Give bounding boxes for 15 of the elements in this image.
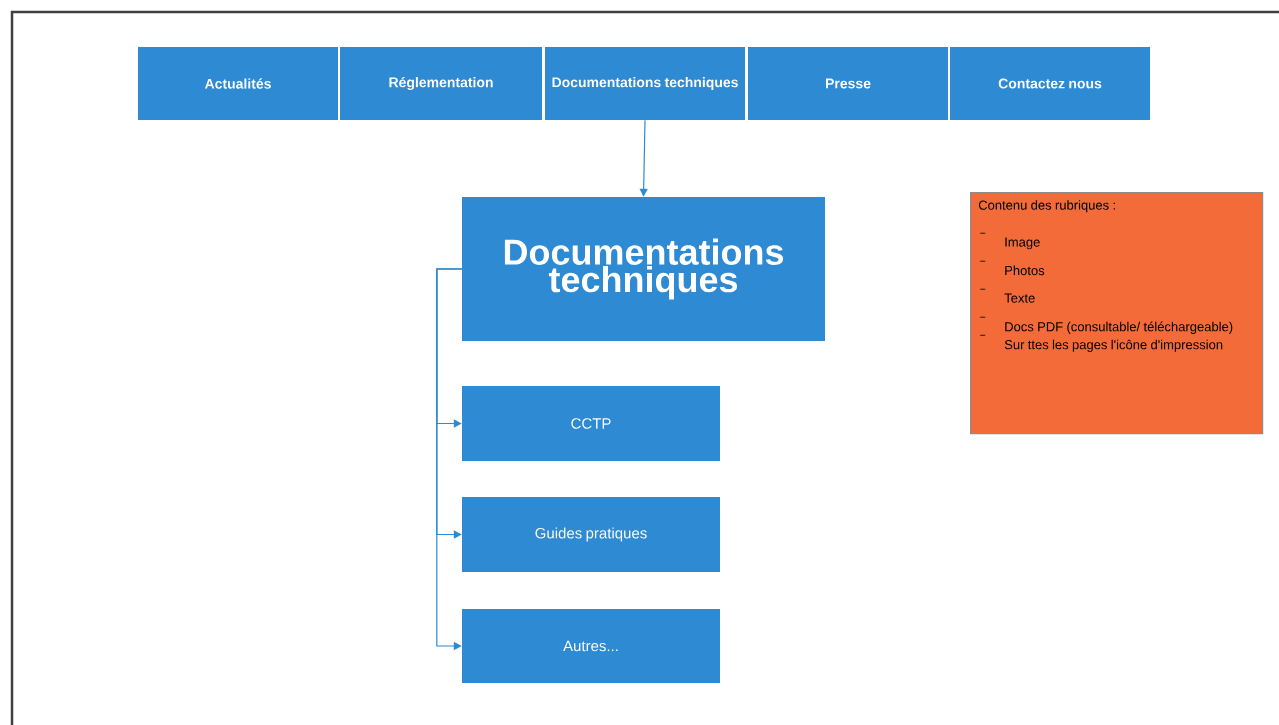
- node-label: Presse: [825, 78, 871, 89]
- menu-tab: Réglementation: [340, 47, 542, 120]
- menu-tab: Documentations techniques: [545, 47, 745, 120]
- node-label: Contactez nous: [998, 78, 1102, 89]
- subsection-box: Guides pratiques: [462, 497, 720, 572]
- arrow: [639, 119, 648, 197]
- menu-tab: Presse: [748, 47, 948, 120]
- menu-tab: Contactez nous: [950, 47, 1150, 120]
- node-label: Réglementation: [389, 76, 493, 91]
- node-label: Actualités: [204, 78, 271, 89]
- menu-tab: Actualités: [138, 47, 338, 120]
- subsection-box: CCTP: [462, 386, 720, 461]
- section-box: Documentations techniques: [462, 197, 825, 341]
- subsection-box: Autres...: [462, 609, 720, 683]
- note-box: Contenu des rubriques : Image Photos Texte Docs PDF (consultable/ téléchargeable) Sur ttes les pages l'icône d'impression: [970, 192, 1264, 435]
